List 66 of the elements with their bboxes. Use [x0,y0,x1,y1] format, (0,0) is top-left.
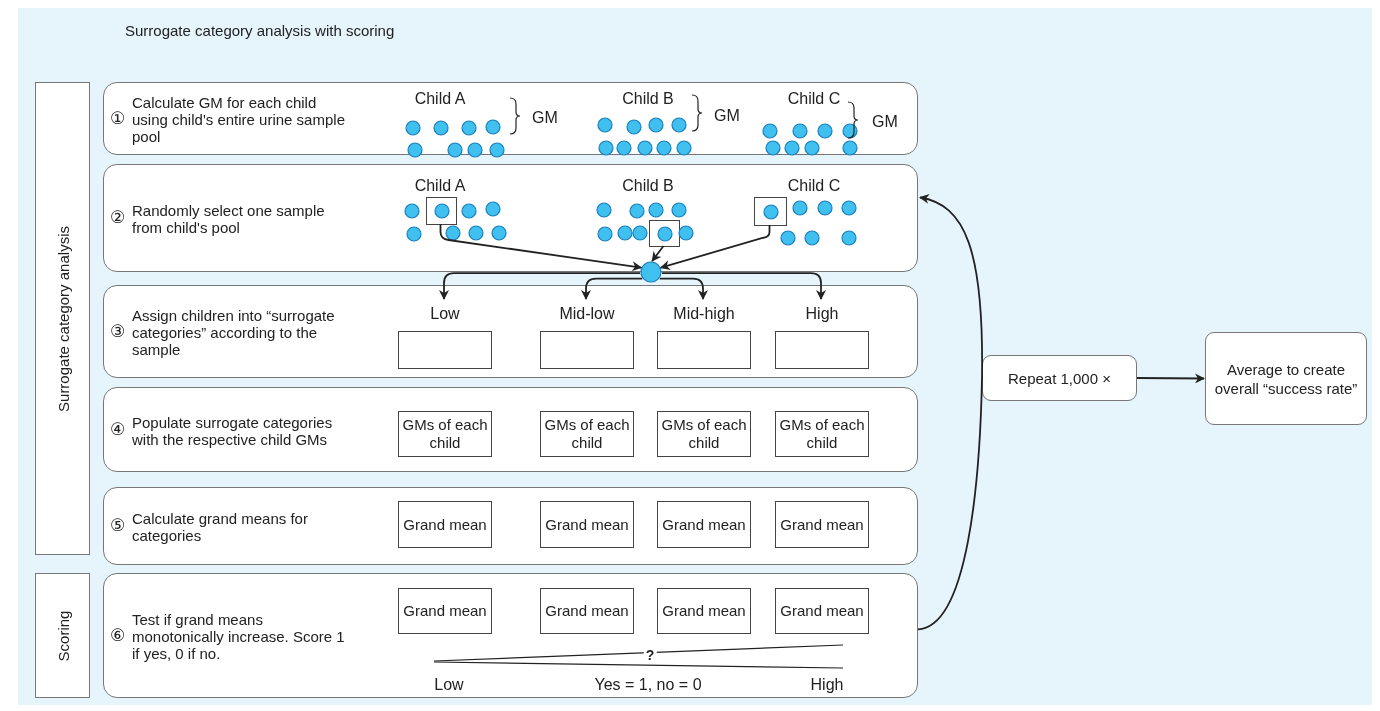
step-panel [103,487,918,565]
step-panel [103,285,918,378]
child-label: Child B [622,177,674,195]
gm-label: GM [532,109,558,127]
category-label: Mid-high [673,304,735,324]
score-label: Yes = 1, no = 0 [594,676,702,694]
connector-line [917,377,983,631]
child-label: Child C [787,177,841,195]
arrow [661,272,826,300]
step-panel [103,387,918,472]
category-label: High [805,304,839,324]
value-box: Grand mean [540,588,634,634]
selection-box [426,197,457,225]
value-box: Grand mean [657,501,751,548]
child-label: Child A [414,90,466,108]
value-box: Grand mean [657,588,751,634]
step-panel [103,164,918,272]
process-box: Repeat 1,000 × [982,355,1137,401]
child-label: Child C [787,90,841,108]
step-number: ④ [110,418,126,439]
section-label: Scoring [54,610,71,661]
question-mark: ? [643,648,657,662]
step-description: Assign children into “surrogate categories” according to the sample [132,307,336,358]
step-description: Calculate GM for each child using child's entire urine sample pool [132,94,346,145]
value-box: Grand mean [540,501,634,548]
arrow [1136,373,1205,384]
gm-label: GM [714,107,740,125]
step-panel [103,82,918,155]
selection-box [649,220,680,247]
section-band [35,573,90,698]
process-box: Average to create overall “success rate” [1205,332,1367,425]
value-box: GMs of each child [540,411,634,457]
arrow [659,224,771,270]
category-label: Mid-low [559,304,615,324]
section-band [35,82,90,555]
step-description: Populate surrogate categories with the respective child GMs [132,413,334,448]
axis-label: Low [434,676,464,694]
arrow [651,245,665,262]
value-box: GMs of each child [398,411,492,457]
category-label: Low [430,304,460,324]
value-box: Grand mean [775,501,869,548]
value-box: Grand mean [398,501,492,548]
value-box: GMs of each child [775,411,869,457]
step-number: ⑤ [110,515,126,535]
arrow [581,277,644,300]
value-box: Grand mean [775,588,869,634]
section-label: Surrogate category analysis [54,225,71,412]
axis-label: High [810,676,844,694]
arrow [439,272,641,300]
step-description: Test if grand means monotonically increase. Score 1 if yes, 0 if no. [132,611,346,662]
child-label: Child A [414,177,466,195]
step-number: ⑥ [110,624,126,645]
step-number: ① [110,107,126,128]
gm-label: GM [872,113,898,131]
step-number: ② [110,207,126,227]
child-label: Child B [622,90,674,108]
arrow [658,277,708,300]
step-description: Randomly select one sample from child's pool [132,202,326,236]
diagram-title: Surrogate category analysis with scoring [125,22,395,39]
step-description: Calculate grand means for categories [132,510,309,544]
value-box: Grand mean [398,588,492,634]
step-number: ③ [110,320,126,341]
selection-box [754,197,787,226]
value-box: GMs of each child [657,411,751,457]
arrow [919,194,983,379]
step-panel [103,573,918,698]
